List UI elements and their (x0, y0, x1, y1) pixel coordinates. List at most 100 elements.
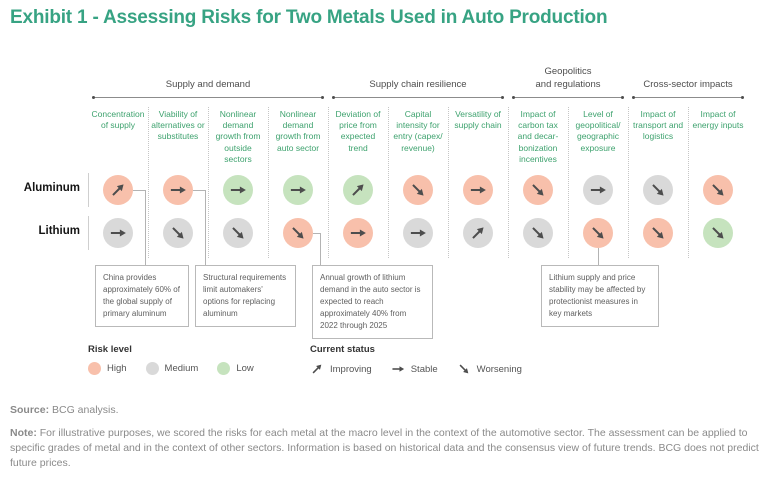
connector-line (598, 248, 599, 265)
high-risk-dot-icon (88, 362, 101, 375)
risk-level-legend: Risk level High Medium Low (88, 344, 254, 375)
note-label: Note: (10, 427, 37, 439)
column-group-label: Supply and demand (165, 78, 251, 90)
high-risk-legend-item: High (88, 362, 127, 375)
worsening-arrow-icon (532, 184, 544, 196)
improving-status-legend-item: Improving (310, 362, 372, 376)
column-group-label: Cross-sector impacts (643, 78, 733, 90)
column-group-0: Supply and demand (88, 60, 328, 99)
worsening-arrow-icon (412, 184, 424, 196)
row-rule (88, 173, 89, 207)
column-separator (328, 107, 329, 258)
risk-cell (163, 175, 193, 205)
worsening-status-legend-item: Worsening (457, 362, 522, 376)
risk-cell (283, 218, 313, 248)
risk-cell (703, 175, 733, 205)
risk-cell (283, 175, 313, 205)
worsening-arrow-icon (652, 184, 664, 196)
risk-cell (223, 218, 253, 248)
risk-cell (703, 218, 733, 248)
risk-cell (343, 218, 373, 248)
column-header: Impact of carbon tax and decar­bonizatio… (517, 109, 559, 164)
annotation-box: Annual growth of lithium demand in the a… (312, 265, 433, 339)
column-header: Nonlinear demand growth from outside sec… (215, 109, 261, 164)
worsening-arrow-icon (592, 227, 604, 239)
improving-arrow-icon (312, 364, 322, 374)
legend-item-label: Worsening (476, 363, 522, 375)
column-separator (208, 107, 209, 258)
note-text: For illustrative purposes, we scored the… (10, 427, 759, 469)
risk-cell (643, 175, 673, 205)
stable-arrow-icon (350, 229, 366, 237)
improving-arrow-icon (112, 184, 124, 196)
stable-arrow-icon (470, 186, 486, 194)
risk-cell (523, 218, 553, 248)
column-group-line (332, 96, 504, 99)
column-group-line (512, 96, 624, 99)
worsening-arrow-icon (172, 227, 184, 239)
low-risk-dot-icon (217, 362, 231, 375)
risk-cell (583, 218, 613, 248)
low-risk-legend-item: Low (217, 362, 254, 375)
stable-arrow-icon (410, 229, 426, 237)
medium-risk-dot-icon (145, 362, 159, 375)
risk-cell (523, 175, 553, 205)
column-separator (508, 107, 509, 258)
risk-cell (403, 175, 433, 205)
worsening-arrow-icon (459, 364, 468, 374)
row-label-aluminum: Aluminum (23, 182, 80, 194)
legend-item-label: Stable (410, 363, 438, 375)
risk-level-legend-title: Risk level (88, 344, 132, 355)
column-header: Impact of energy inputs (692, 109, 744, 131)
page-title: Exhibit 1 - Assessing Risks for Two Meta… (10, 7, 608, 28)
column-header: Level of geopolitical/ geographic exposu… (575, 109, 621, 153)
column-header: Nonlinear demand growth from auto sector (275, 109, 321, 153)
column-separator (148, 107, 149, 258)
column-header: Impact of transport and logistics (632, 109, 684, 142)
column-header: Concentration of supply (91, 109, 145, 131)
worsening-arrow-icon (712, 184, 724, 196)
column-header: Viability of alternatives or substitutes (151, 109, 205, 142)
annotation-box: Lithium supply and price stability may b… (541, 265, 659, 327)
risk-level-legend-items: High Medium Low (88, 362, 254, 375)
medium-risk-legend-item: Medium (145, 362, 199, 375)
column-group-line (632, 96, 744, 99)
note-line: Note: For illustrative purposes, we scor… (10, 426, 760, 471)
connector-line (193, 190, 206, 265)
column-separator (628, 107, 629, 258)
row-rule (88, 216, 89, 250)
annotation-box: China provides approximately 60% of the … (95, 265, 189, 327)
current-status-legend-items: Improving Stable Worsening (310, 362, 522, 376)
risk-cell (223, 175, 253, 205)
legend-item-label: Improving (330, 363, 372, 375)
column-group-label: Supply chain resilience (369, 78, 467, 90)
legend-item-label: Medium (164, 363, 199, 374)
column-separator (448, 107, 449, 258)
stable-arrow-icon (590, 186, 606, 194)
legend-item-label: Low (236, 363, 254, 374)
risk-cell (163, 218, 193, 248)
column-group-3: Cross-sector impacts (628, 60, 748, 99)
source-text: BCG analysis. (52, 404, 119, 416)
column-separator (568, 107, 569, 258)
worsening-arrow-icon (652, 227, 664, 239)
stable-status-legend-item: Stable (391, 362, 438, 376)
stable-arrow-icon (230, 186, 246, 194)
source-line: Source: BCG analysis. (10, 404, 119, 416)
source-label: Source: (10, 404, 50, 416)
worsening-arrow-icon (532, 227, 544, 239)
stable-arrow-icon (392, 366, 404, 372)
column-separator (388, 107, 389, 258)
risk-cell (463, 218, 493, 248)
column-header: Capital intensity for entry (capex/ reve… (393, 109, 443, 153)
column-separator (688, 107, 689, 258)
worsening-arrow-icon (232, 227, 244, 239)
worsening-arrow-icon (292, 227, 304, 239)
improving-arrow-icon (472, 227, 484, 239)
column-header: Deviation of price from expected trend (335, 109, 381, 153)
column-separator (268, 107, 269, 258)
connector-line (133, 190, 146, 265)
